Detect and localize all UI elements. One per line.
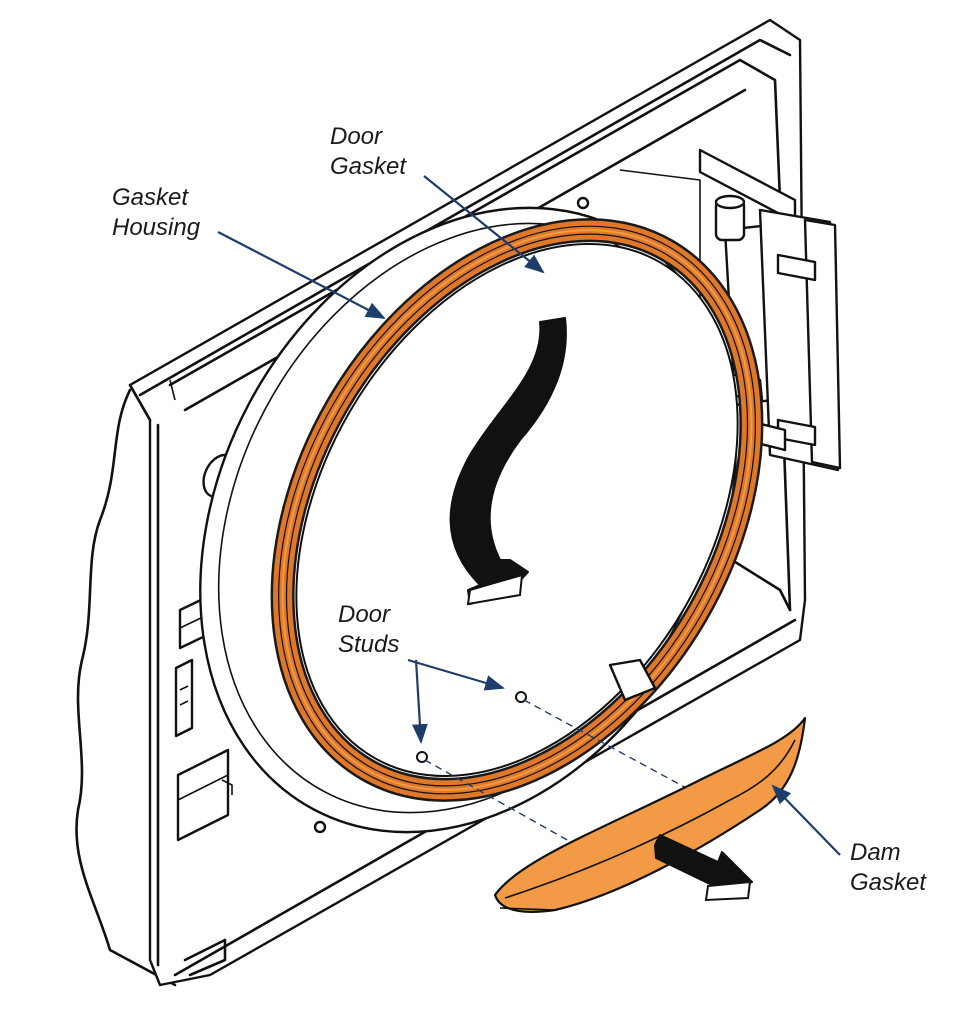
label-dam-gasket-line1: Dam [850, 839, 901, 866]
rotation-arrow-icon [449, 317, 567, 606]
label-door-studs-line2: Studs [338, 631, 400, 658]
door-studs [416, 691, 691, 851]
hinge-assembly [619, 148, 842, 560]
door-stud-left [416, 751, 428, 763]
label-door-gasket-line1: Door [330, 123, 383, 150]
door-gasket-ring [270, 218, 764, 802]
label-gasket-housing-line1: Gasket [112, 184, 189, 211]
label-door-gasket: Door Gasket [330, 122, 406, 182]
dam-gasket [493, 716, 807, 913]
label-dam-gasket: Dam Gasket [850, 838, 926, 898]
removal-arrow-icon [654, 834, 753, 902]
label-gasket-housing: Gasket Housing [112, 183, 200, 243]
label-door-gasket-line2: Gasket [330, 153, 407, 180]
bracket [608, 658, 657, 702]
door-stud-right [515, 691, 527, 703]
label-gasket-housing-line2: Housing [112, 214, 201, 241]
label-door-studs-line1: Door [338, 601, 391, 628]
label-door-studs: Door Studs [338, 600, 399, 660]
leader-lines [217, 175, 841, 856]
label-dam-gasket-line2: Gasket [850, 869, 927, 896]
